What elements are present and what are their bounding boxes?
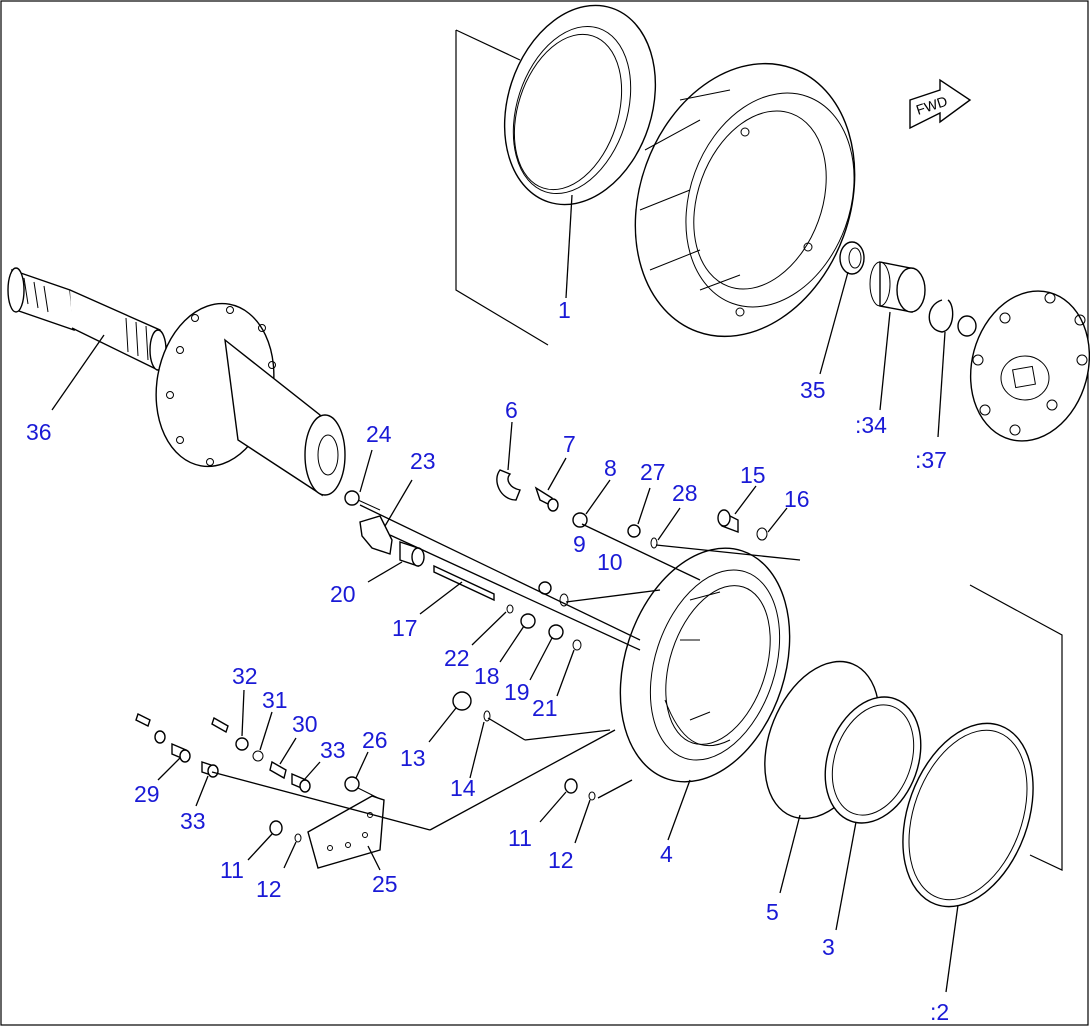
part-18-nut	[520, 613, 536, 629]
callout-11-right: 11	[508, 825, 532, 851]
part-17-pin	[433, 564, 495, 602]
callout-32: 32	[232, 663, 258, 689]
upper-reference-frame-top	[455, 29, 521, 61]
callout-34: :34	[855, 412, 887, 438]
part-26-bolt	[344, 776, 379, 799]
part-28-washer	[650, 537, 658, 549]
part-25-plate	[307, 795, 385, 869]
callout-5: 5	[766, 899, 779, 925]
callout-21: 21	[532, 695, 558, 721]
callout-11-left: 11	[220, 857, 244, 883]
part-33-fitting-right	[291, 772, 311, 793]
hub-nut	[957, 315, 977, 337]
part-27-nut	[627, 524, 641, 538]
callout-26: 26	[362, 727, 388, 753]
callout-14: 14	[450, 775, 476, 801]
callout-25: 25	[372, 871, 398, 897]
callout-33-left: 33	[180, 808, 206, 834]
part-21-o-ring	[572, 639, 582, 651]
callout-19: 19	[504, 679, 530, 705]
part-6-clip	[496, 469, 521, 501]
lower-reference-frame	[969, 584, 1063, 871]
part-35-bearing-cup	[839, 241, 865, 275]
callout-35: 35	[800, 377, 826, 403]
callout-22: 22	[444, 645, 470, 671]
callout-23: 23	[410, 448, 436, 474]
callout-labels: 1 :2 3 4 5 6 7 8 9 10 11 11 12 12 13 14 …	[26, 297, 949, 1025]
part-pin-upper-right	[211, 716, 229, 734]
callout-12-left: 12	[256, 876, 282, 902]
part-10-washer	[559, 593, 569, 607]
wheel-hub-drum	[634, 62, 856, 338]
part-19-nut	[548, 624, 564, 640]
callout-31: 31	[262, 687, 288, 713]
callout-3: 3	[822, 934, 835, 960]
part-12-washer-left	[294, 833, 302, 843]
callout-15: 15	[740, 462, 766, 488]
callout-9: 9	[573, 531, 586, 557]
part-22-washer	[506, 604, 514, 614]
part-23-bracket	[359, 515, 393, 555]
callout-30: 30	[292, 711, 318, 737]
part-11-nut-left	[269, 820, 283, 836]
callout-12-right: 12	[548, 847, 574, 873]
callout-4: 4	[660, 841, 673, 867]
hub-cover-plate	[969, 290, 1090, 442]
part-washer-left	[154, 730, 166, 744]
part-24-bolt	[344, 490, 381, 511]
callout-16: 16	[784, 486, 810, 512]
part-16-o-ring	[756, 527, 768, 541]
part-1-ring-seal	[503, 4, 657, 206]
callout-29: 29	[134, 781, 160, 807]
part-7-bleeder-screw	[534, 486, 559, 512]
part-30-screw	[269, 760, 287, 780]
callout-10: 10	[597, 549, 623, 575]
assembly-lines	[211, 504, 801, 831]
callout-2: :2	[930, 999, 949, 1025]
part-29-fitting	[171, 742, 191, 763]
part-14-o-ring	[483, 710, 491, 722]
part-37-snap-ring	[928, 299, 954, 333]
part-36-axle-shaft	[7, 267, 167, 372]
callout-33-right: 33	[320, 737, 346, 763]
part-20-bushing	[399, 541, 425, 567]
callout-1: 1	[558, 297, 571, 323]
callout-18: 18	[474, 663, 500, 689]
part-8-nut	[572, 512, 588, 528]
callout-36: 36	[26, 419, 52, 445]
wheel-hub-flange	[155, 302, 346, 497]
callout-7: 7	[563, 431, 576, 457]
part-12-washer-right	[588, 791, 596, 801]
fwd-arrow: FWD	[909, 78, 972, 130]
callout-13: 13	[400, 745, 426, 771]
callout-17: 17	[392, 615, 418, 641]
leader-lines	[51, 194, 959, 993]
part-32-washer	[235, 737, 249, 751]
part-pin-upper-left	[135, 713, 151, 727]
callout-20: 20	[330, 581, 356, 607]
callout-8: 8	[604, 455, 617, 481]
part-15-plug	[717, 509, 739, 534]
part-11-nut-right	[564, 778, 578, 794]
callout-27: 27	[640, 459, 666, 485]
callout-28: 28	[672, 480, 698, 506]
callout-37: :37	[915, 447, 947, 473]
part-4-brake-housing	[619, 547, 791, 783]
upper-reference-frame	[455, 30, 549, 346]
part-13-nut	[452, 691, 472, 711]
part-34-bearing	[869, 261, 926, 313]
part-3-seal-ring	[824, 696, 922, 824]
part-31-o-ring	[252, 750, 264, 762]
callout-6: 6	[505, 397, 518, 423]
part-2-seal-ring	[902, 722, 1034, 908]
callout-24: 24	[366, 421, 392, 447]
part-33-fitting-left	[201, 761, 219, 778]
